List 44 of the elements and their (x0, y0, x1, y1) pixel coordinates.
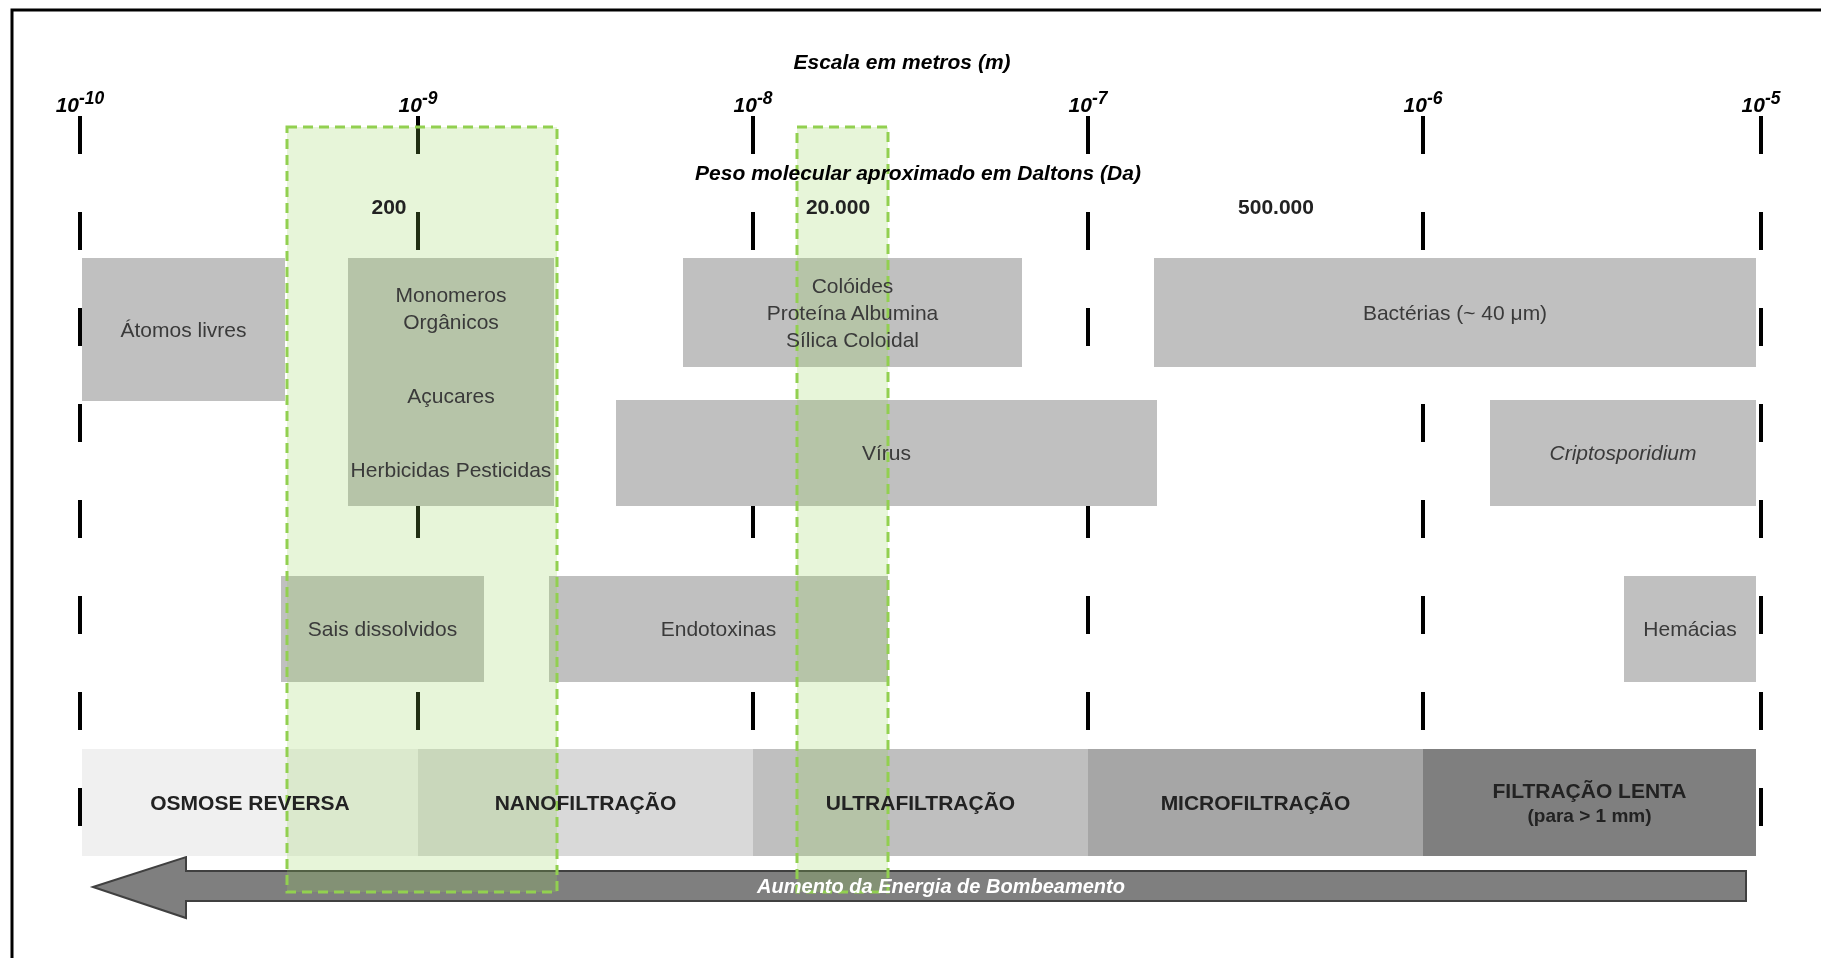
category-box (281, 576, 484, 682)
process-band (1088, 749, 1423, 856)
category-box (616, 400, 1157, 506)
category-label: Bactérias (~ 40 μm) (1362, 299, 1548, 326)
category-label: Sais dissolvidos (307, 616, 458, 643)
scale-value: 10$^{-6}$ (1403, 88, 1443, 117)
process-name: OSMOSE REVERSA (150, 789, 350, 816)
process-band (753, 749, 1088, 856)
process-name: FILTRAÇÃO LENTA (1492, 777, 1687, 804)
weight-value: 20.000 (805, 195, 871, 219)
category-box (348, 258, 554, 506)
arrow-text: Aumento da Energia de Bombeamento (757, 875, 1125, 898)
category-label: Colóides (811, 272, 894, 299)
category-box (683, 258, 1022, 367)
scale-value: 10$^{-9}$ (398, 88, 438, 117)
process-band (418, 749, 753, 856)
axis-title: Escala em metros (m) (793, 50, 1011, 74)
process-name: (para > 1 mm) (1527, 803, 1652, 828)
category-label: Criptosporidium (1549, 440, 1697, 467)
process-band (82, 749, 418, 856)
category-box (1154, 258, 1756, 367)
scale-value: 10$^{-10}$ (55, 88, 105, 117)
category-label: Açucares (407, 383, 495, 409)
category-box (549, 576, 888, 682)
weight-value: 500.000 (1238, 195, 1314, 219)
category-box (1490, 400, 1756, 506)
category-box (1624, 576, 1756, 682)
axis-title: Peso molecular aproximado em Daltons (Da) (695, 161, 1141, 185)
process-name: NANOFILTRAÇÃO (494, 789, 677, 816)
scale-value: 10$^{-8}$ (733, 88, 773, 117)
weight-value: 200 (371, 195, 407, 219)
category-label: Herbicidas Pesticidas (350, 456, 552, 483)
category-label: Átomos livres (120, 316, 247, 343)
category-label: Monomeros Orgânicos (394, 282, 508, 336)
process-name: ULTRAFILTRAÇÃO (825, 789, 1016, 816)
category-box (82, 258, 285, 401)
category-label: Endotoxinas (660, 616, 777, 643)
category-label: Sílica Coloidal (785, 327, 920, 354)
category-label: Hemácias (1643, 616, 1737, 643)
process-band (1423, 749, 1756, 856)
category-label: Vírus (862, 440, 911, 467)
process-name: MICROFILTRAÇÃO (1160, 789, 1351, 816)
scale-value: 10$^{-7}$ (1068, 88, 1108, 117)
scale-value: 10$^{-5}$ (1741, 88, 1781, 117)
